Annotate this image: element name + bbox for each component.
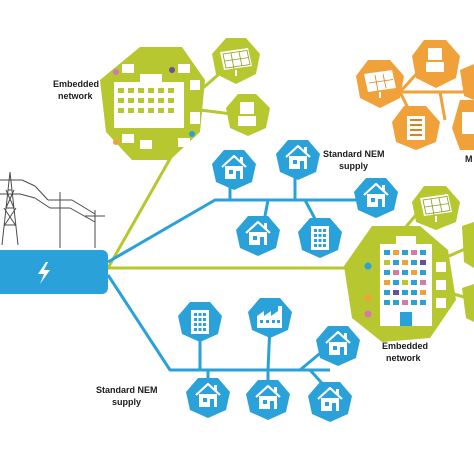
embedded-network-top (100, 47, 205, 160)
embedded-network-right-label-1: Embedded (382, 341, 428, 351)
lightning-icon (38, 262, 50, 284)
orange-network (356, 40, 474, 150)
cut-off-label: M (465, 154, 473, 164)
standard-nem-bottom-label-1: Standard NEM (96, 385, 158, 395)
apartment-node (178, 302, 222, 342)
apartment-icon (191, 310, 209, 334)
green-node-offscreen (462, 222, 474, 322)
house-node (186, 378, 230, 418)
house-node (236, 216, 280, 256)
power-pole-icon (34, 185, 105, 248)
solar-node-right (412, 186, 460, 230)
house-node (308, 382, 352, 422)
solar-node-top (212, 38, 260, 84)
meter-node-top (226, 94, 270, 136)
tenant-icons (113, 64, 200, 149)
embedded-network-right-label-2: network (386, 353, 422, 363)
standard-nem-top-label-2: supply (339, 161, 368, 171)
storage-icon (407, 116, 425, 140)
embedded-network-right (344, 226, 456, 342)
meter-icon (240, 102, 254, 114)
standard-nem-top-label-1: Standard NEM (323, 149, 385, 159)
transmission-tower-icon (0, 171, 36, 246)
tenant-icons (364, 262, 446, 318)
meter-icon (428, 48, 442, 60)
house-node (212, 150, 256, 190)
building-icon (114, 74, 184, 128)
house-node (354, 178, 398, 218)
house-node (316, 326, 360, 366)
standard-nem-bottom-label-2: supply (112, 397, 141, 407)
grid-hub (0, 250, 108, 294)
apartment-node (298, 218, 342, 258)
factory-node (248, 298, 292, 338)
apartment-building-icon (380, 236, 432, 326)
house-node (246, 380, 290, 420)
embedded-network-top-label-2: network (58, 91, 94, 101)
apartment-icon (311, 226, 329, 250)
house-node (276, 140, 320, 180)
embedded-network-top-label-1: Embedded (53, 79, 99, 89)
